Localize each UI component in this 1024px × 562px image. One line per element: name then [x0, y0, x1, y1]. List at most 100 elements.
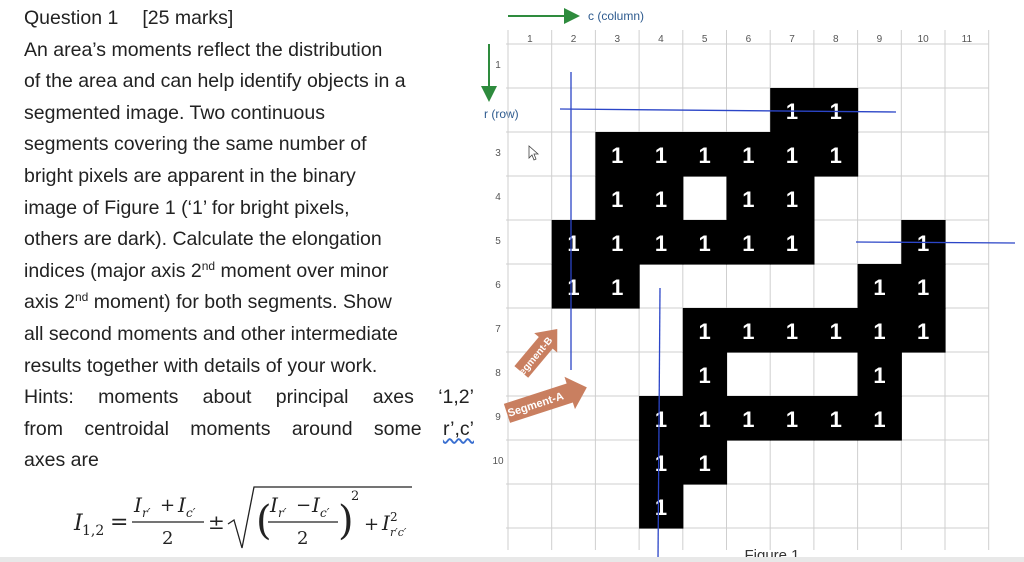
- question-line: from centroidal moments around some r’,c…: [24, 414, 474, 446]
- question-line: segmented image. Two continuous: [24, 101, 325, 124]
- pixel-value: 1: [830, 319, 842, 344]
- question-line: An area’s moments reflect the distributi…: [24, 38, 383, 61]
- pixel-value: 1: [567, 275, 579, 300]
- formula-I: I: [177, 493, 187, 517]
- row-number: 9: [495, 412, 501, 423]
- formula-sub-r: r′: [142, 506, 151, 520]
- bright-pixel: [813, 88, 859, 133]
- question-marks: [25 marks]: [142, 7, 234, 29]
- bright-pixel: [551, 220, 596, 265]
- bright-pixel: [726, 220, 771, 265]
- row-axis-label: r (row): [484, 107, 519, 121]
- row-number: 7: [495, 324, 501, 335]
- bright-pixel: [682, 396, 728, 441]
- segment-a-arrow: Segment-A: [503, 376, 587, 423]
- pixel-value: 1: [742, 143, 754, 168]
- bright-pixel: [726, 396, 771, 441]
- pixel-value: 1: [742, 319, 754, 344]
- spellcheck-underlined-text: r’,c’: [442, 417, 474, 440]
- formula-plus-minus: ±: [208, 510, 225, 534]
- bright-pixel: [857, 308, 902, 353]
- question-line: all second moments and other intermediat…: [24, 322, 398, 345]
- bright-pixel: [682, 220, 728, 265]
- question-heading: Question 1 [25 marks]: [24, 3, 474, 35]
- formula-sub-c: c′: [186, 506, 196, 520]
- formula-plus: +: [364, 514, 379, 535]
- guide-line-horizontal: [855, 241, 1016, 244]
- question-number: Question 1: [24, 7, 119, 29]
- pixel-value: 1: [655, 187, 667, 212]
- formula-exponent: 2: [390, 510, 398, 524]
- pixel-value: 1: [786, 231, 798, 256]
- pixel-value: 1: [611, 143, 623, 168]
- row-number: 1: [495, 60, 501, 71]
- column-number: 7: [789, 34, 795, 45]
- bright-pixel: [726, 176, 771, 221]
- bright-pixel: [639, 484, 684, 529]
- text-span: from centroidal moments around some: [24, 417, 443, 440]
- bright-pixel: [770, 176, 815, 221]
- column-number: 1: [527, 34, 533, 45]
- formula-sub-c: c′: [320, 506, 330, 520]
- pixel-value: 1: [742, 407, 754, 432]
- column-number: 10: [918, 34, 930, 45]
- column-number: 4: [658, 34, 664, 45]
- bright-pixel: [595, 176, 640, 221]
- bright-pixel: [639, 132, 684, 177]
- pixel-value: 1: [611, 275, 623, 300]
- bright-pixel: [726, 308, 771, 353]
- bright-pixel: [857, 352, 902, 397]
- column-number: 2: [571, 34, 577, 45]
- pixel-value: 1: [742, 231, 754, 256]
- bright-pixel: [726, 132, 771, 177]
- bright-pixel: [813, 396, 859, 441]
- segment-b-label: Segment-B: [513, 335, 555, 383]
- bright-pixel: [901, 308, 946, 353]
- bright-pixel: [639, 176, 684, 221]
- question-line: results together with details of your wo…: [24, 354, 378, 377]
- row-number: 5: [495, 236, 501, 247]
- pixel-value: 1: [786, 143, 798, 168]
- question-line: segments covering the same number of: [24, 133, 367, 156]
- bright-pixel: [770, 220, 815, 265]
- question-line: axes are: [24, 449, 99, 472]
- page-bottom-edge: [0, 557, 1024, 562]
- pixel-value: 1: [699, 319, 711, 344]
- dark-pixel-hole: [771, 353, 813, 395]
- column-number: 3: [614, 34, 620, 45]
- pixel-value: 1: [830, 143, 842, 168]
- question-line: axis 2nd moment) for both segments. Show: [24, 287, 474, 319]
- bright-pixel: [595, 132, 640, 177]
- formula-denominator: 2: [162, 528, 173, 549]
- mouse-pointer-icon: [528, 145, 540, 161]
- segment-b-arrow: Segment-B: [513, 329, 558, 383]
- pixel-value: 1: [786, 187, 798, 212]
- formula-I: I: [381, 511, 391, 535]
- pixel-value: 1: [655, 231, 667, 256]
- text-span: moment) for both segments. Show: [88, 291, 392, 314]
- bright-pixel: [857, 264, 902, 309]
- column-number: 9: [877, 34, 883, 45]
- bright-pixel: [770, 132, 815, 177]
- bright-pixel: [770, 396, 815, 441]
- pixel-value: 1: [611, 231, 623, 256]
- pixel-value: 1: [873, 407, 885, 432]
- pixel-value: 1: [655, 143, 667, 168]
- guide-lines: [559, 72, 1016, 561]
- pixel-value: 1: [655, 495, 667, 520]
- column-number: 11: [962, 34, 973, 45]
- column-axis-label: c (column): [588, 9, 644, 23]
- pixel-value: 1: [699, 143, 711, 168]
- bright-pixel: [857, 396, 902, 441]
- formula-minus: −: [296, 495, 311, 516]
- question-text: Question 1 [25 marks] An area’s moments r…: [24, 3, 474, 477]
- column-number: 8: [833, 34, 839, 45]
- pixel-value: 1: [830, 407, 842, 432]
- question-line: others are dark). Calculate the elongati…: [24, 228, 382, 251]
- superscript: nd: [74, 290, 89, 305]
- row-number: 4: [495, 192, 501, 203]
- pixel-value: 1: [786, 319, 798, 344]
- row-number: 6: [495, 280, 501, 291]
